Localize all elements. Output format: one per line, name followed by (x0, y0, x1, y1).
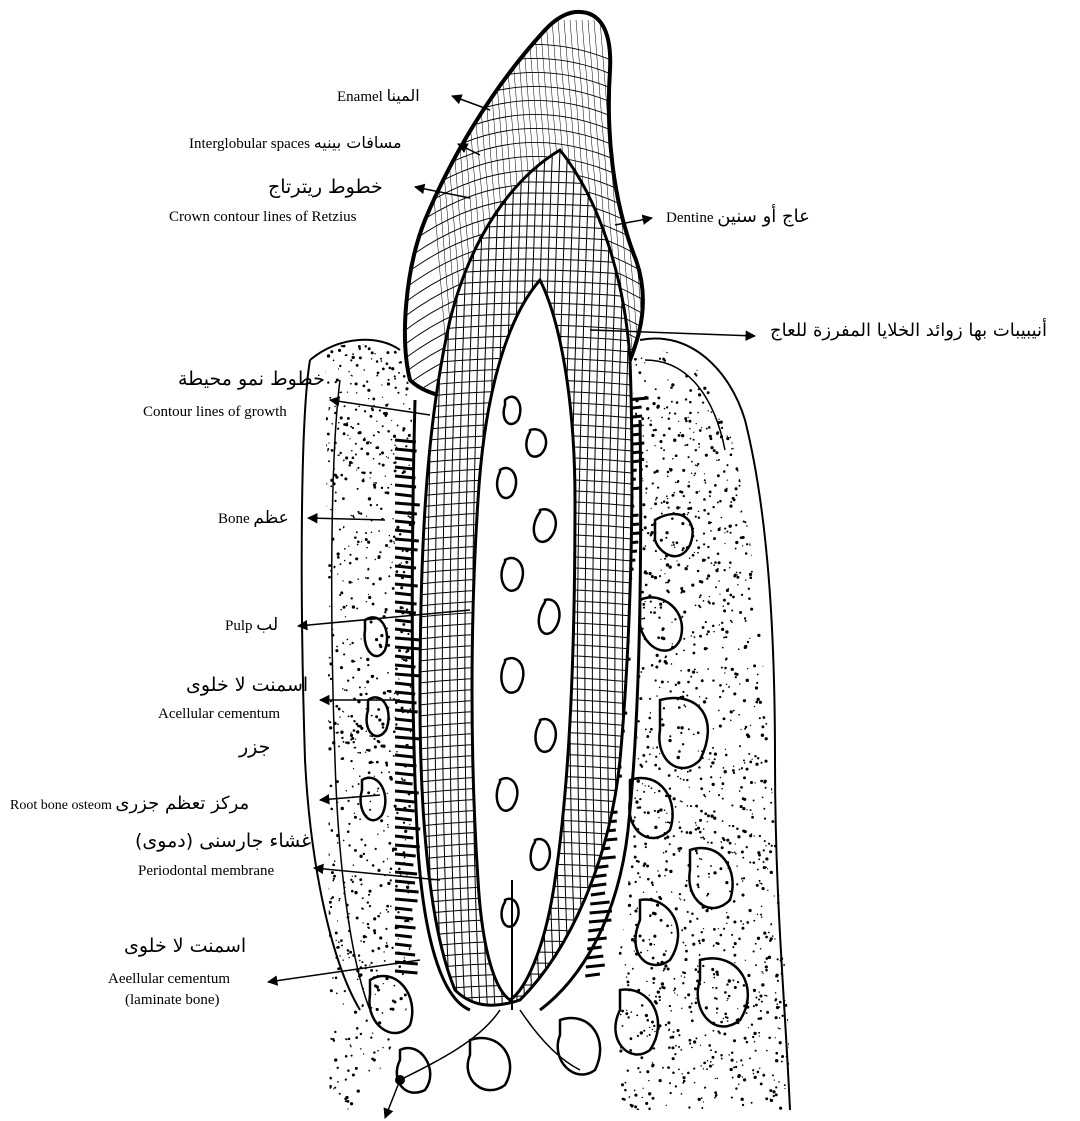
growth-label-en: Contour lines of growth (143, 405, 287, 420)
root-bone-label: Root bone osteom مركز تعظم جزرى (10, 795, 249, 813)
bone-label: Bone عظم (218, 510, 289, 527)
acellular-cementum2-en: Aeellular cementum (108, 972, 230, 987)
retzius-label-ar: خطوط ريترتاج (268, 178, 383, 197)
periodontal-label-en: Periodontal membrane (138, 864, 274, 879)
tubules-label: أنيبيبات بها زوائد الخلايا المفرزة للعاج (770, 322, 1047, 340)
laminate-bone-label: (laminate bone) (125, 993, 220, 1008)
retzius-label-en: Crown contour lines of Retzius (169, 210, 356, 225)
dentine-label: Dentine عاج أو سنين (666, 208, 810, 226)
root-word-ar: جزر (239, 738, 270, 757)
periodontal-label-ar: غشاء جارسنى (دموى) (135, 832, 311, 851)
acellular-cementum-en: Acellular cementum (158, 707, 280, 722)
acellular-cementum2-ar: اسمنت لا خلوى (124, 937, 246, 956)
interglobular-label: Interglobular spaces مسافات بينيه (189, 135, 402, 152)
acellular-cementum-ar: اسمنت لا خلوى (186, 676, 308, 695)
enamel-label: Enamel المينا (337, 88, 420, 105)
pulp-label: Pulp لب (225, 617, 278, 634)
growth-label-ar: خطوط نمو محيطة (178, 370, 325, 389)
